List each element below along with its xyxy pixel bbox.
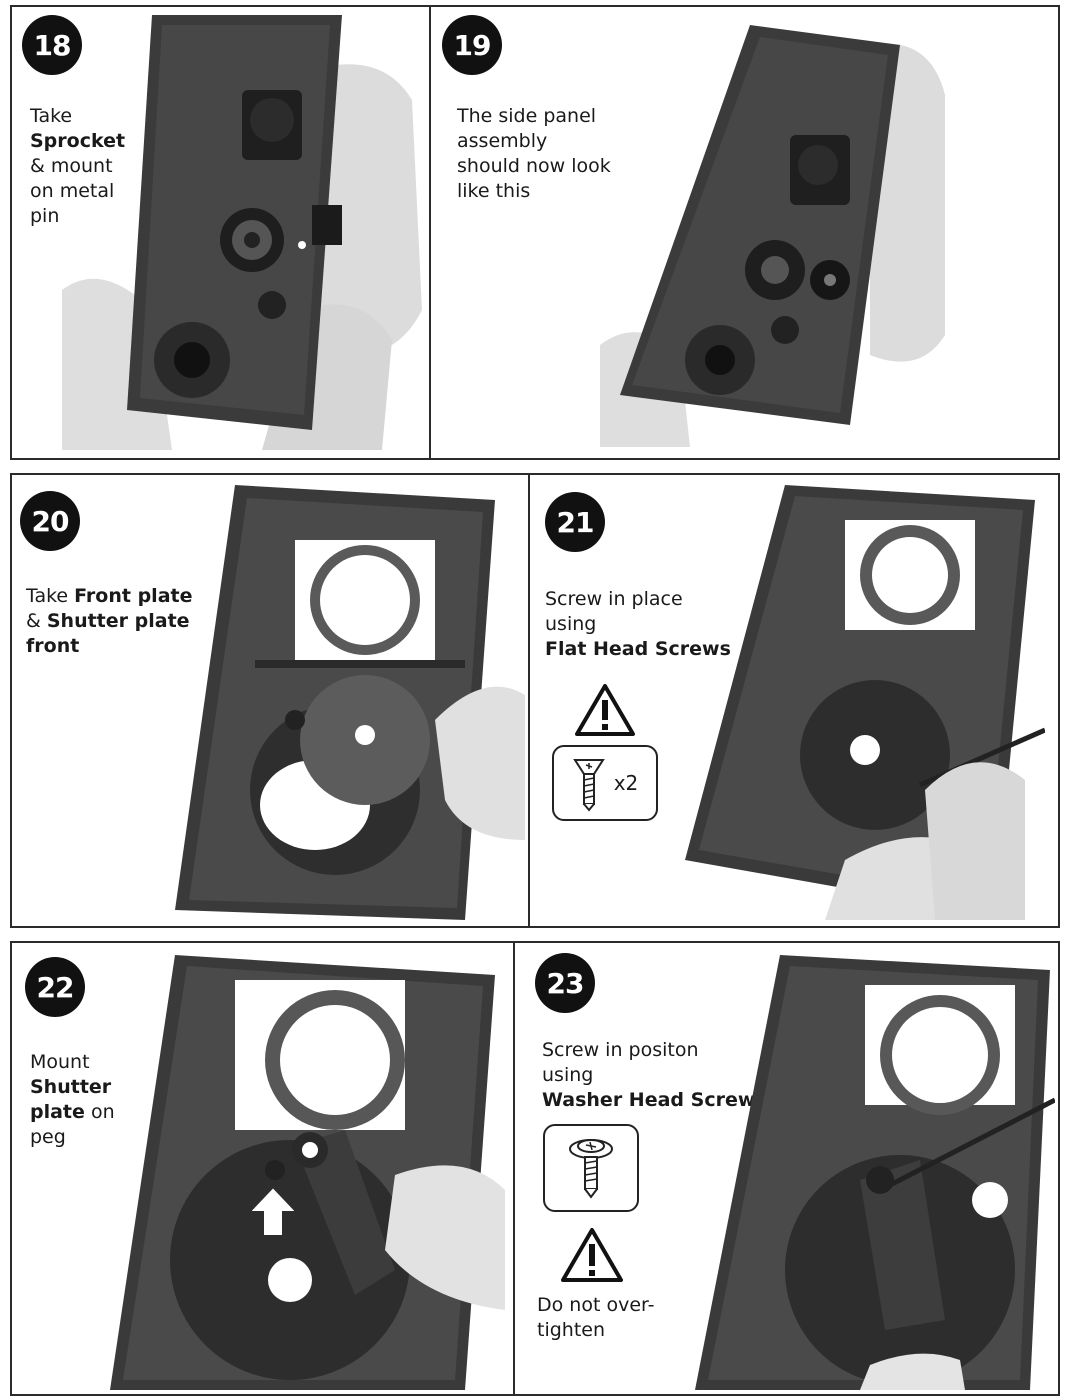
step-21-photo [685,485,1045,920]
row1-divider [429,5,431,460]
washer-head-screw-icon [569,1139,613,1199]
step-instruction: Mount Shutter plate on peg [30,1051,115,1148]
screw-quantity-box: x2 [552,745,658,821]
screw-quantity: x2 [613,771,639,795]
row2-divider [528,473,530,928]
step-number-badge: 18 [22,15,82,75]
warning-triangle-icon [575,684,635,736]
step-number-badge: 20 [20,491,80,551]
step-19-photo [600,25,945,447]
step-20-photo [175,485,525,920]
step-number-badge: 23 [535,953,595,1013]
step-instruction: Screw in positon using Washer Head Screw [542,1039,756,1111]
step-number-badge: 19 [442,15,502,75]
row3-divider [513,941,515,1396]
step-number-badge: 21 [545,492,605,552]
step-23-photo [695,955,1055,1390]
step-number-badge: 22 [25,957,85,1017]
step-instruction: Take Front plate & Shutter plate front [26,585,193,657]
up-arrow-icon [252,1188,294,1235]
step-instruction: Screw in place using Flat Head Screws [545,588,731,660]
step-instruction: Take Sprocket & mount on metal pin [30,105,126,227]
warning-triangle-icon [561,1228,623,1282]
step-instruction: The side panel assembly should now look … [457,105,611,202]
step-22-photo [110,955,505,1390]
flat-head-screw-icon [572,759,605,812]
washer-head-screw-box [543,1124,639,1212]
warning-text: Do not over- tighten [537,1294,655,1341]
step-18-photo [62,15,422,450]
